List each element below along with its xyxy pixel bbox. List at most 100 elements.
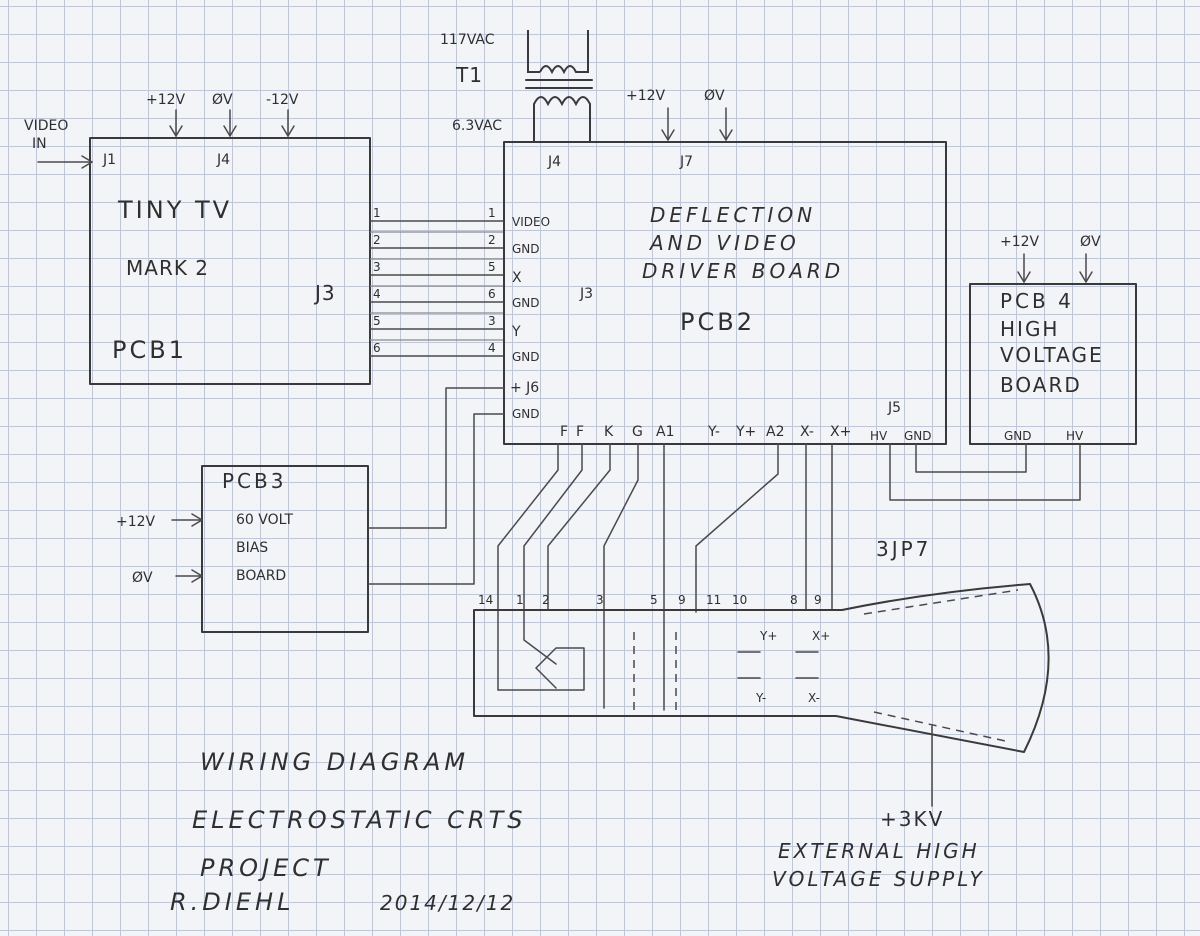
pcb1-subtitle: MARK 2 xyxy=(126,256,209,280)
pcb2-pin-3: 3 xyxy=(488,314,496,328)
footer-project: PROJECT xyxy=(200,854,332,882)
crt-pin-10: 10 xyxy=(732,593,747,607)
pcb2-hv-label: HV xyxy=(870,429,888,443)
pcb3-j6-plus-wire xyxy=(367,387,505,529)
pcb2-pin-k: K xyxy=(604,424,614,440)
video-input: VIDEO IN xyxy=(24,118,93,169)
pcb1-pin-5: 5 xyxy=(373,314,381,328)
hv-link-wire xyxy=(889,443,1081,501)
video-in-label-2: IN xyxy=(32,136,47,152)
crt-plate-label-y-minus: Y- xyxy=(755,691,766,705)
pcb1-tiny-tv: TINY TV MARK 2 PCB1 J1 J4 J3 +12V ØV -12… xyxy=(89,92,371,385)
pcb4-id: PCB 4 xyxy=(1000,289,1074,313)
pcb4-supply-0v: ØV xyxy=(1080,234,1101,250)
pcb4-line1: HIGH xyxy=(1000,317,1059,341)
pcb1-pin-6: 6 xyxy=(373,341,381,355)
pcb2-pin-a1: A1 xyxy=(656,424,674,440)
pcb3-line1: 60 VOLT xyxy=(236,512,293,528)
pcb3-bias-board: PCB3 60 VOLT BIAS BOARD +12V ØV xyxy=(116,387,505,633)
wire-k-pin2 xyxy=(547,443,611,611)
pcb1-outline xyxy=(89,137,371,385)
pcb1-pin-1: 1 xyxy=(373,206,381,220)
pcb4-arrowhead-plus12 xyxy=(1017,271,1031,283)
pcb4-gnd-label: GND xyxy=(1004,429,1032,443)
pcb2-pin-x-plus: X+ xyxy=(830,424,851,440)
pcb2-pin-y-plus: Y+ xyxy=(735,424,756,440)
pcb2-j7-label: J7 xyxy=(679,154,693,170)
pcb1-arrowhead-plus12 xyxy=(169,125,183,137)
pcb4-line2: VOLTAGE xyxy=(1000,343,1104,367)
pcb2-pin-4: 4 xyxy=(488,341,496,355)
pcb1-pin-4: 4 xyxy=(373,287,381,301)
pcb2-arrowhead-plus12 xyxy=(661,129,675,141)
wire-g-pin3 xyxy=(603,443,639,709)
pcb2-title-line2: AND VIDEO xyxy=(648,231,800,255)
pcb3-j6-gnd-wire xyxy=(367,413,505,585)
crt-pin-9b: 9 xyxy=(814,593,822,607)
footer-title: WIRING DIAGRAM xyxy=(200,748,469,776)
pcb4-hv-label: HV xyxy=(1066,429,1084,443)
crt-pin-8: 8 xyxy=(790,593,798,607)
crt-pin-3: 3 xyxy=(596,593,604,607)
pcb1-pin-3: 3 xyxy=(373,260,381,274)
gnd-link-wire xyxy=(915,443,1027,473)
transformer-secondary-coil xyxy=(533,96,591,142)
pcb2-arrowhead-0v xyxy=(719,129,733,141)
crt-type-label: 3JP7 xyxy=(876,537,931,561)
pcb1-id: PCB1 xyxy=(112,336,187,364)
video-in-arrowhead xyxy=(81,155,93,169)
crt-hv-note-2: VOLTAGE SUPPLY xyxy=(772,867,985,891)
wire-a2-pin9 xyxy=(695,443,779,613)
pcb2-title-line3: DRIVER BOARD xyxy=(642,259,844,283)
pcb4-high-voltage-board: PCB 4 HIGH VOLTAGE BOARD +12V ØV GND HV xyxy=(889,234,1137,501)
crt-pin-14: 14 xyxy=(478,593,493,607)
pcb2-j6-gnd: GND xyxy=(512,407,540,421)
pcb1-j1-label: J1 xyxy=(102,152,116,168)
pcb2-pin-f2: F xyxy=(576,424,584,440)
transformer-id: T1 xyxy=(455,63,483,87)
pcb2-j4-label: J4 xyxy=(547,154,561,170)
crt-pin-11: 11 xyxy=(706,593,721,607)
crt-plate-label-y-plus: Y+ xyxy=(759,629,777,643)
pcb2-signal-video: VIDEO xyxy=(512,215,550,229)
crt-pin-9a: 9 xyxy=(678,593,686,607)
pcb2-pin-2: 2 xyxy=(488,233,496,247)
pcb2-id: PCB2 xyxy=(680,308,755,336)
pcb2-supply-0v: ØV xyxy=(704,88,725,104)
pcb4-outline xyxy=(969,283,1137,445)
pcb2-pin-g: G xyxy=(632,424,643,440)
pcb3-outline xyxy=(201,465,369,633)
pcb2-signal-x: X xyxy=(512,270,522,286)
footer-date: 2014/12/12 xyxy=(380,891,515,915)
pcb2-pin-5: 5 xyxy=(488,260,496,274)
transformer-t1: 117VAC T1 6.3VAC xyxy=(440,30,593,142)
pcb2-pin-f1: F xyxy=(560,424,568,440)
crt-envelope xyxy=(473,583,1050,753)
j3-ribbon-cable: 1 2 3 4 5 6 1 2 5 6 3 4 xyxy=(369,206,505,357)
crt-3jp7: 3JP7 14 1 2 3 5 9 11 10 8 9 Y+ X+ Y- X- … xyxy=(473,537,1050,891)
pcb1-arrowhead-0v xyxy=(223,125,237,137)
pcb2-j3-label: J3 xyxy=(579,286,593,302)
crt-harness xyxy=(497,443,833,711)
pcb4-line3: BOARD xyxy=(1000,373,1082,397)
pcb2-pin-1: 1 xyxy=(488,206,496,220)
crt-hv-note-1: EXTERNAL HIGH xyxy=(778,839,980,863)
pcb2-pin-6: 6 xyxy=(488,287,496,301)
pcb1-j4-label: J4 xyxy=(216,152,230,168)
crt-coating-top xyxy=(863,589,1019,615)
pcb4-supply-plus12: +12V xyxy=(1000,234,1040,250)
crt-pin-2: 2 xyxy=(542,593,550,607)
pcb2-title-line1: DEFLECTION xyxy=(650,203,816,227)
transformer-secondary-label: 6.3VAC xyxy=(452,118,502,134)
pcb2-pin-a2: A2 xyxy=(766,424,784,440)
pcb2-gnd-label: GND xyxy=(904,429,932,443)
pcb2-signal-gnd-3: GND xyxy=(512,350,540,364)
title-block: WIRING DIAGRAM ELECTROSTATIC CRTS PROJEC… xyxy=(170,748,523,916)
crt-plate-label-x-plus: X+ xyxy=(812,629,830,643)
pcb3-arrowhead-plus12 xyxy=(191,513,203,527)
pcb2-j6-plus: + J6 xyxy=(510,380,539,396)
pcb1-j3-label: J3 xyxy=(313,281,336,305)
wire-f2-pin1 xyxy=(523,443,583,665)
transformer-primary-label: 117VAC xyxy=(440,32,495,48)
crt-pin-5: 5 xyxy=(650,593,658,607)
